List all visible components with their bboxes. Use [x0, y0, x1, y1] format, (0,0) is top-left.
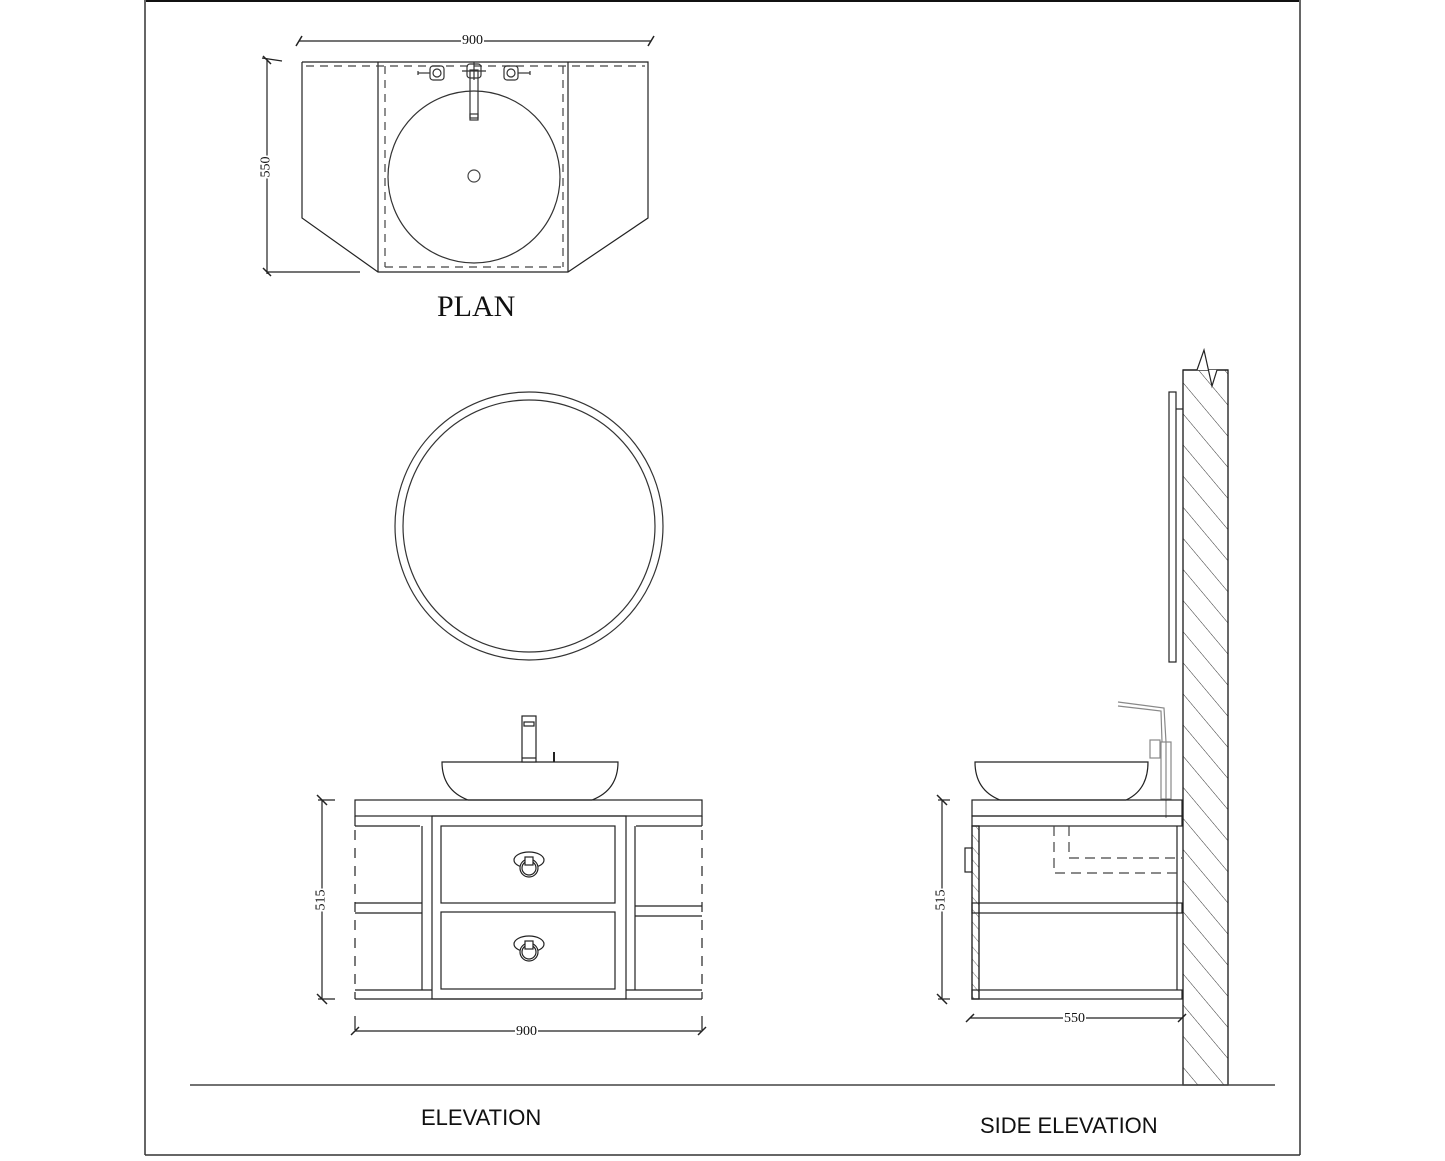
front-elevation-view — [316, 715, 707, 1036]
tap-body-center-icon — [462, 62, 486, 80]
plan-depth-dimension: 550 — [258, 155, 274, 179]
elevation-width-dimension: 900 — [515, 1024, 538, 1039]
side-elevation-view — [936, 347, 1229, 1086]
side-elevation-depth-dimension: 550 — [1063, 1011, 1086, 1026]
tap-handle-right-icon — [503, 65, 531, 81]
tap-handle-left-icon — [417, 65, 445, 81]
drawer-handle-top-icon — [513, 851, 545, 878]
drawer-handle-bottom-icon — [513, 935, 545, 962]
side-elevation-title: SIDE ELEVATION — [980, 1113, 1158, 1138]
plan-width-dimension: 900 — [461, 33, 484, 48]
sheet-frame — [144, 0, 1301, 1156]
elevation-title: ELEVATION — [421, 1105, 542, 1130]
elevation-height-dimension: 515 — [313, 888, 329, 912]
plan-title: PLAN — [437, 290, 516, 323]
side-elevation-height-dimension: 515 — [933, 888, 949, 912]
plan-view — [261, 35, 655, 277]
round-mirror — [394, 391, 664, 661]
